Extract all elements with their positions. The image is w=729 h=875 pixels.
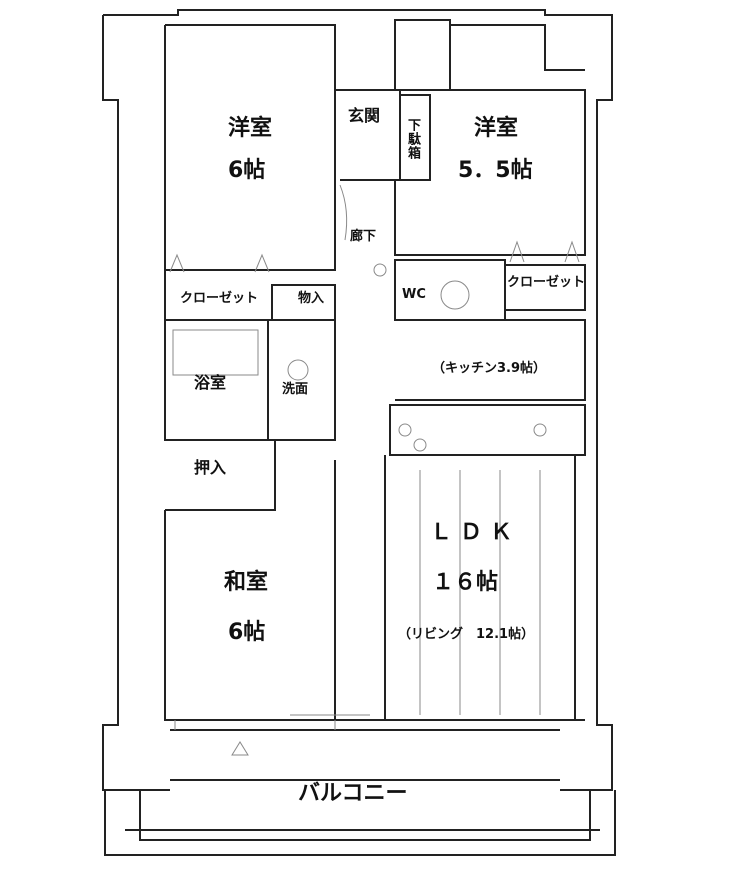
wall-western-right <box>394 89 586 256</box>
room-western-left-name: 洋室 <box>228 116 273 141</box>
wall-closet-right <box>505 264 586 311</box>
stove-burner-3 <box>533 423 547 437</box>
room-western-right-size: 5．5帖 <box>458 158 533 183</box>
triangle-marker <box>231 741 249 756</box>
top-opening-center <box>394 19 451 91</box>
room-ldk-living: （リビング 12.1帖） <box>398 627 535 642</box>
room-balcony-name: バルコニー <box>298 781 408 806</box>
triangle-closet <box>169 240 580 273</box>
top-notch-right <box>449 24 585 90</box>
kitchen-counter <box>389 404 586 456</box>
wall-ldk <box>335 455 585 721</box>
room-ldk-size: １６帖 <box>432 570 499 595</box>
room-storage-name: 物入 <box>298 291 325 306</box>
room-kitchen-name: （キッチン3.9帖） <box>432 361 547 376</box>
balcony-rail <box>139 729 591 841</box>
wall-oshiire <box>165 439 276 511</box>
room-entrance-name: 玄関 <box>348 106 381 125</box>
bathtub <box>172 329 259 376</box>
wall-japanese <box>164 460 336 721</box>
outer-wall <box>102 9 613 791</box>
wall-entrance <box>335 89 401 181</box>
room-washroom-name: 洗面 <box>282 382 309 397</box>
room-japanese-size: 6帖 <box>228 620 266 645</box>
room-toilet-name: WC <box>402 287 426 302</box>
wall-kitchen <box>395 319 586 401</box>
room-japanese-name: 和室 <box>224 570 269 595</box>
toilet-bowl <box>440 280 470 310</box>
stove-burner-2 <box>413 438 427 452</box>
wall-wash <box>268 319 336 441</box>
room-western-left-size: 6帖 <box>228 158 266 183</box>
window-japanese <box>174 720 336 730</box>
room-hallway-name: 廊下 <box>350 229 377 244</box>
ldk-flooring <box>419 470 541 715</box>
wall-western-left <box>164 70 336 271</box>
room-bath-name: 浴室 <box>194 373 227 392</box>
room-ldk-name: ＬＤＫ <box>430 520 521 545</box>
sink-basin <box>287 359 309 381</box>
top-notch-left <box>164 24 336 70</box>
room-closet-left-name: クローゼット <box>180 291 259 306</box>
stove-burner-1 <box>398 423 412 437</box>
room-shoe-box-name: 下駄箱 <box>405 118 420 160</box>
hallway-light <box>373 263 387 277</box>
room-western-right-name: 洋室 <box>474 116 519 141</box>
door-swing-entrance <box>339 184 348 241</box>
room-closet-right-name: クローゼット <box>507 275 586 290</box>
room-oshiire-name: 押入 <box>194 458 227 477</box>
shoe-box-cabinet <box>399 94 431 181</box>
balcony-edge <box>104 790 616 856</box>
